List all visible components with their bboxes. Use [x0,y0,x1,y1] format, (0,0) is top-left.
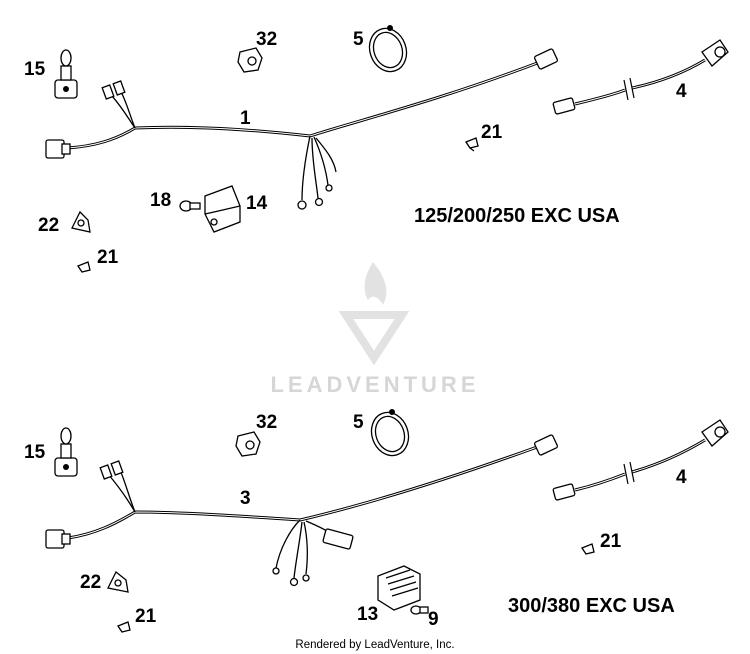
callout-harness-1: 1 [240,108,251,129]
wiring-harness-3 [45,434,559,587]
clip-21-left [77,261,91,273]
bracket-22-bottom [107,570,129,593]
footer-credit: Rendered by LeadVenture, Inc. [295,639,454,651]
regulator-13 [377,565,421,611]
bolt-9 [410,605,429,615]
cable-tie-5 [368,25,408,73]
callout-switch-15: 15 [24,59,46,80]
watermark-brand: LEADVENTURE [270,372,479,397]
callout-cable-lead-4-bottom: 4 [676,467,687,488]
cable-lead-4-bottom [552,419,729,501]
callout-clip-21-left: 21 [97,247,119,268]
top-section: 1 15 32 5 4 21 18 14 22 21 125/200/250 E… [24,25,729,273]
callout-bracket-22: 22 [38,215,59,236]
cable-tie-5-bottom [370,409,410,457]
callout-bolt-9: 9 [428,609,439,630]
clip-nut-32 [237,47,263,73]
callout-bracket-22-bottom: 22 [80,572,101,593]
cable-lead-4 [552,39,729,115]
relay-14 [204,185,241,233]
clip-nut-32-bottom [235,431,261,457]
callout-clip-21-right: 21 [481,122,503,143]
callout-harness-3: 3 [240,488,251,509]
callout-clip-nut-32-bottom: 32 [256,412,277,433]
callout-relay-14: 14 [246,193,268,214]
clip-21-left-bottom [117,621,131,633]
callout-cable-lead-4: 4 [676,81,687,102]
callout-clip-nut-32: 32 [256,29,277,50]
model-label-top: 125/200/250 EXC USA [414,205,620,227]
screw-18 [179,200,201,212]
callout-cable-tie-5-bottom: 5 [353,412,364,433]
flame-logo-icon [338,262,410,366]
wiring-harness-1 [45,48,559,210]
callout-clip-21-left-bottom: 21 [135,606,157,627]
callout-screw-18: 18 [150,190,171,211]
clip-21-right [465,137,479,152]
bracket-22 [71,210,91,233]
toggle-switch-15-bottom [54,427,78,477]
clip-21-right-bottom [581,543,595,555]
model-label-bottom: 300/380 EXC USA [508,595,675,617]
callout-cable-tie-5: 5 [353,29,364,50]
toggle-switch-15 [54,49,78,99]
leadventure-watermark: LEADVENTURE [270,262,479,397]
callout-clip-21-right-bottom: 21 [600,531,622,552]
callout-switch-15-bottom: 15 [24,442,46,463]
bottom-section: 3 15 32 5 4 21 22 21 13 9 300/380 EXC US… [24,409,729,633]
callout-regulator-13: 13 [357,604,378,625]
